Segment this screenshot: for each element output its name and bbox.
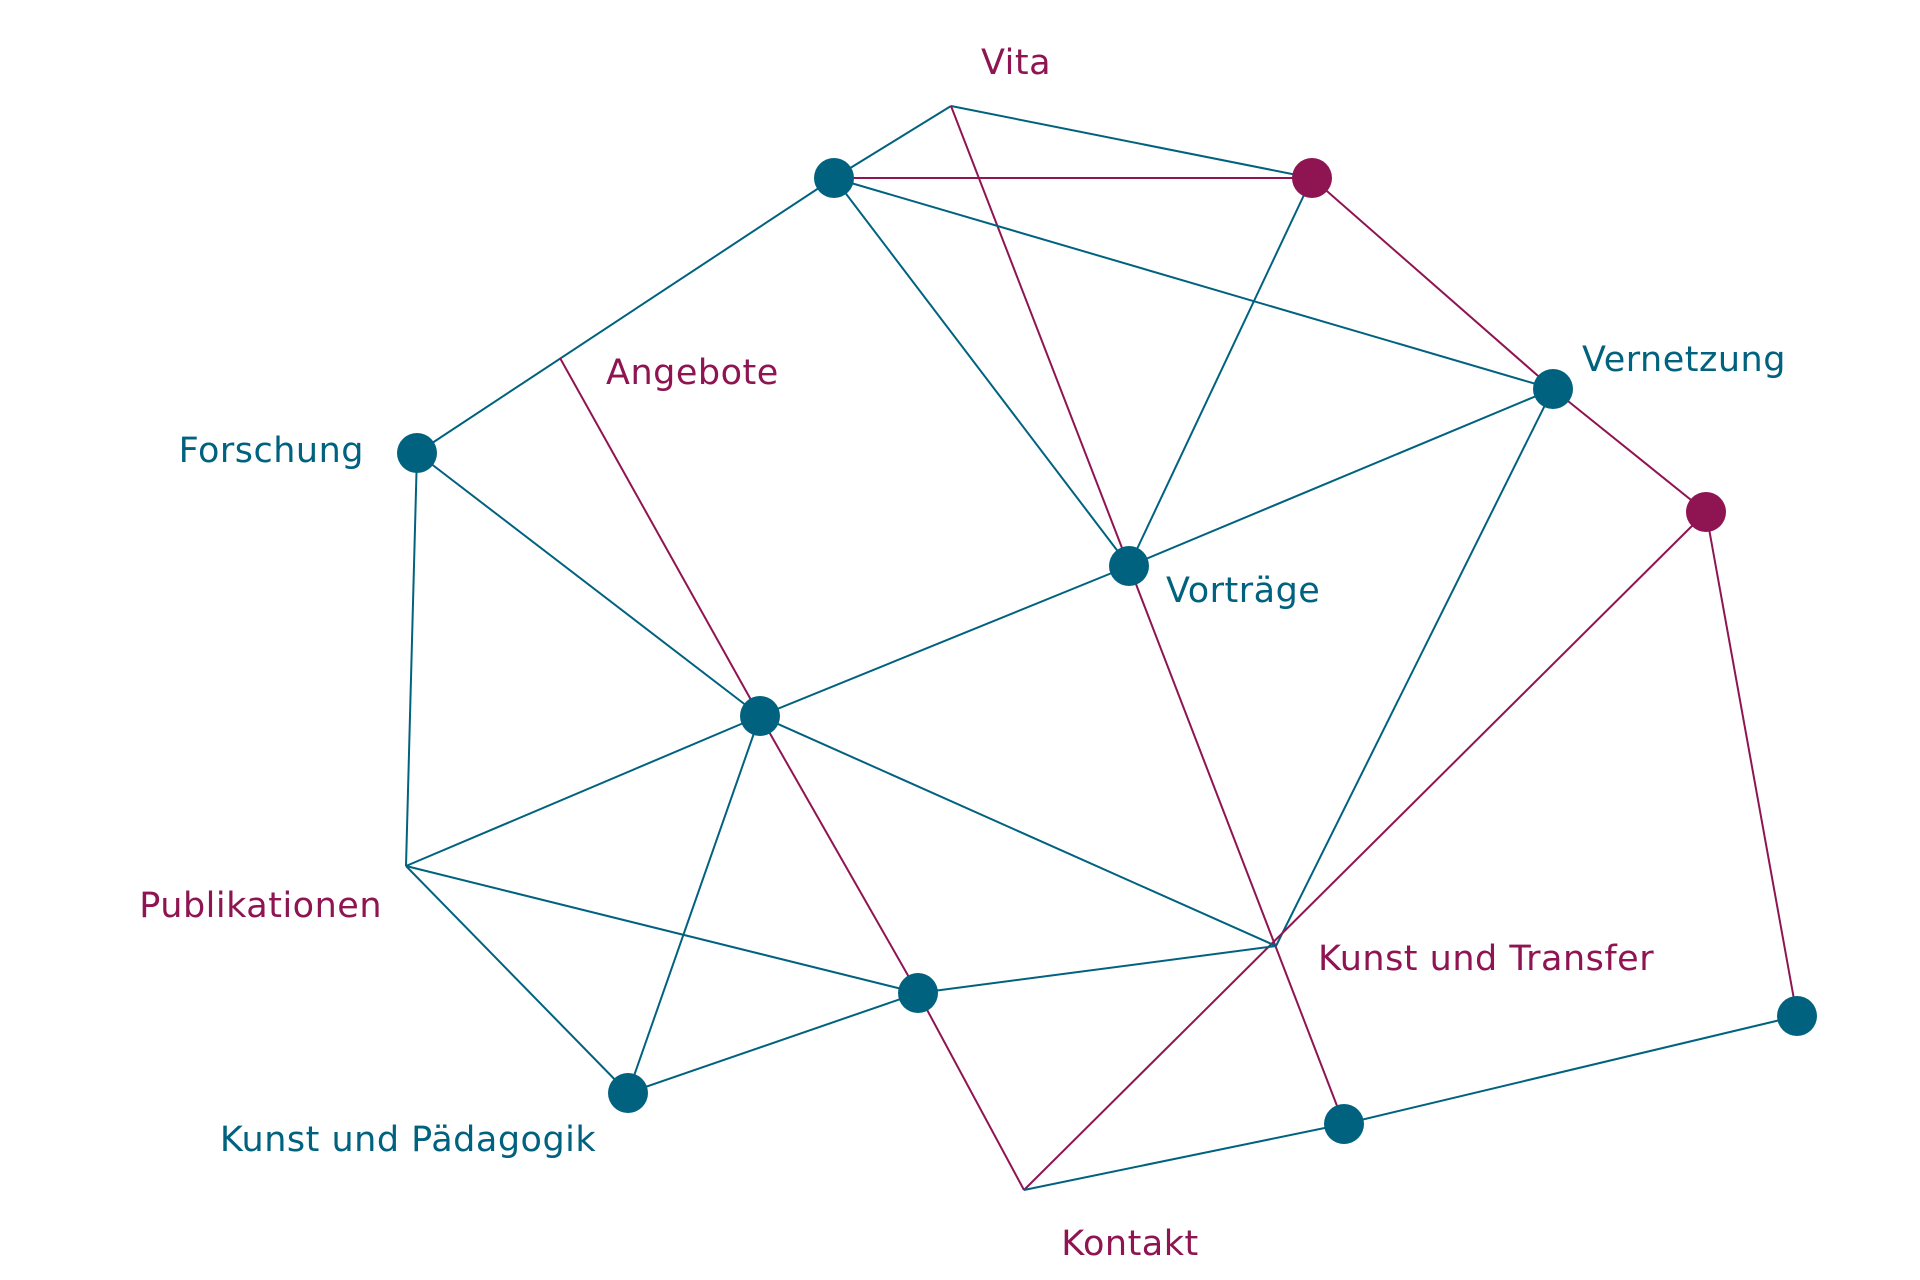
edge-n_lower_mid-p_transfer xyxy=(917,945,1277,994)
node-n-paedagogik[interactable] xyxy=(608,1073,648,1113)
edge-p_angebote-n_center xyxy=(559,357,761,717)
edge-n_paedagogik-n_lower_mid xyxy=(627,992,919,1094)
node-n-kontakt-right[interactable] xyxy=(1324,1104,1364,1144)
node-n-vortraege[interactable] xyxy=(1109,546,1149,586)
edge-n_vortraege-n_center xyxy=(759,565,1130,717)
edge-n_right-n_far_right xyxy=(1705,511,1798,1017)
edge-n_lower_mid-p_kontakt xyxy=(917,992,1025,1191)
edge-n_top_right-n_vortraege xyxy=(1128,177,1313,567)
edge-n_kontakt_right-n_far_right xyxy=(1343,1015,1798,1125)
label-publikationen[interactable]: Publikationen xyxy=(139,886,382,926)
node-n-top-right[interactable] xyxy=(1292,158,1332,198)
network-edges xyxy=(405,105,1798,1191)
node-n-right[interactable] xyxy=(1686,492,1726,532)
edge-n_center-p_publ xyxy=(405,715,761,867)
edge-n_top-n_forschung xyxy=(416,177,835,454)
edge-n_top_right-n_vernetzung xyxy=(1311,177,1554,390)
node-n-forschung[interactable] xyxy=(397,433,437,473)
label-angebote[interactable]: Angebote xyxy=(606,353,779,393)
edge-n_vernetzung-n_vortraege xyxy=(1128,388,1554,567)
edge-p_vita-n_top_right xyxy=(950,105,1313,179)
node-n-lower-mid[interactable] xyxy=(898,973,938,1013)
edge-n_center-n_paedagogik xyxy=(627,715,761,1094)
edge-n_top-n_vernetzung xyxy=(833,177,1554,390)
node-n-far-right[interactable] xyxy=(1777,996,1817,1036)
edge-p_kontakt-n_kontakt_right xyxy=(1023,1123,1345,1191)
edge-p_publ-n_paedagogik xyxy=(405,865,629,1094)
label-kunst-und-paedagogik[interactable]: Kunst und Pädagogik xyxy=(220,1120,597,1160)
edge-p_vita-n_vortraege xyxy=(950,105,1130,567)
network-nodes xyxy=(397,158,1817,1144)
label-vortraege[interactable]: Vorträge xyxy=(1166,571,1320,611)
edge-p_publ-n_lower_mid xyxy=(405,865,919,994)
node-n-center[interactable] xyxy=(740,696,780,736)
label-vita[interactable]: Vita xyxy=(981,43,1051,83)
edge-n_vortraege-n_kontakt_right xyxy=(1128,565,1345,1125)
edge-n_right-p_kontakt xyxy=(1023,511,1707,1191)
label-vernetzung[interactable]: Vernetzung xyxy=(1582,340,1786,380)
edge-p_vita-n_top xyxy=(833,105,952,179)
network-labels: Vita Angebote Vernetzung Forschung Vortr… xyxy=(139,43,1786,1264)
edge-n_forschung-p_publ xyxy=(405,452,418,867)
edge-n_vernetzung-n_right xyxy=(1552,388,1707,513)
label-forschung[interactable]: Forschung xyxy=(179,431,364,471)
node-n-top[interactable] xyxy=(814,158,854,198)
node-n-vernetzung[interactable] xyxy=(1533,369,1573,409)
label-kontakt[interactable]: Kontakt xyxy=(1061,1224,1198,1264)
edge-n_center-n_lower_mid xyxy=(759,715,919,994)
edge-n_center-p_transfer xyxy=(759,715,1277,947)
edge-n_forschung-n_center xyxy=(416,452,761,717)
edge-n_vernetzung-p_transfer xyxy=(1275,388,1554,947)
label-kunst-und-transfer[interactable]: Kunst und Transfer xyxy=(1318,939,1654,979)
edge-n_top-n_vortraege xyxy=(833,177,1130,567)
